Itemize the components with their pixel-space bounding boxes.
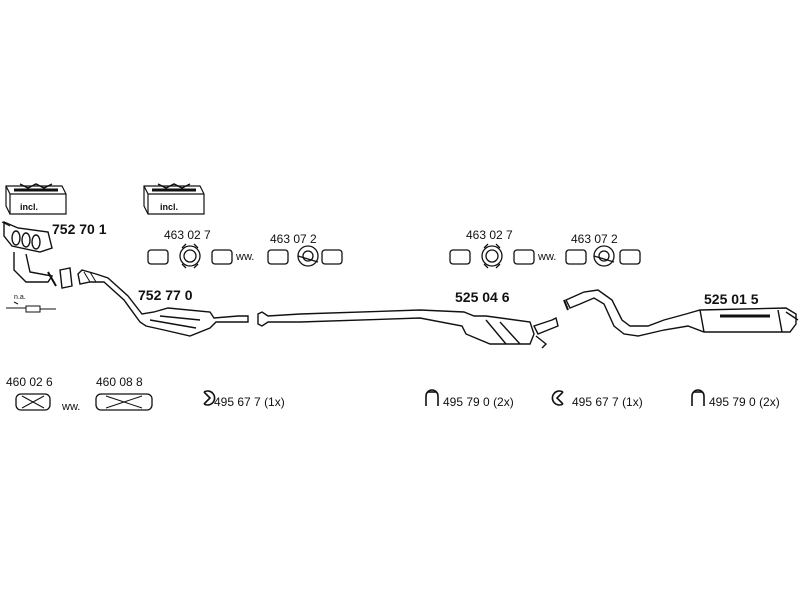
repair-pipe-right-number: 460 08 8 <box>96 375 143 389</box>
sensor-note: n.a. <box>14 294 26 301</box>
rear-silencer <box>563 289 799 337</box>
mounting-4-number: 495 79 0 <box>709 395 756 409</box>
included-box-2-label: incl. <box>160 202 179 212</box>
clamp-set-2-separator: ww. <box>538 251 557 263</box>
clamp-set-1 <box>147 243 343 269</box>
part-number-catalyst: 752 77 0 <box>138 287 193 303</box>
mounting-icon-2 <box>425 389 439 406</box>
mounting-3-number: 495 67 7 <box>572 395 619 409</box>
mounting-icon-1 <box>203 390 216 406</box>
repair-pipe-left-number: 460 02 6 <box>6 375 53 389</box>
mounting-2-qty: (2x) <box>493 395 514 409</box>
part-number-middle-silencer: 525 04 6 <box>455 289 510 305</box>
mounting-4-label: 495 79 0 (2x) <box>709 396 780 408</box>
mounting-1-qty: (1x) <box>264 395 285 409</box>
exhaust-manifold <box>1 220 57 287</box>
clamp-set-1-separator: ww. <box>236 251 255 263</box>
clamp-set-2 <box>449 243 641 269</box>
mounting-icon-4 <box>691 389 705 406</box>
mounting-1-label: 495 67 7 (1x) <box>214 396 285 408</box>
lambda-sensor <box>6 301 56 313</box>
mounting-2-label: 495 79 0 (2x) <box>443 396 514 408</box>
repair-pipe-separator: ww. <box>62 401 81 413</box>
mounting-4-qty: (2x) <box>759 395 780 409</box>
clamp-set-1-right-number: 463 07 2 <box>270 232 317 246</box>
included-box-2 <box>143 183 205 215</box>
clamp-set-2-left-number: 463 02 7 <box>466 228 513 242</box>
clamp-set-1-left-number: 463 02 7 <box>164 228 211 242</box>
mounting-3-qty: (1x) <box>622 395 643 409</box>
included-box-1 <box>5 183 67 215</box>
catalytic-converter <box>77 269 249 337</box>
repair-pipes <box>15 393 153 411</box>
middle-silencer <box>257 309 559 349</box>
included-box-1-label: incl. <box>20 202 39 212</box>
flange-gasket <box>59 267 73 289</box>
clamp-set-2-right-number: 463 07 2 <box>571 232 618 246</box>
part-number-manifold: 752 70 1 <box>52 221 107 237</box>
mounting-2-number: 495 79 0 <box>443 395 490 409</box>
mounting-icon-3 <box>551 390 564 406</box>
part-number-rear-silencer: 525 01 5 <box>704 291 759 307</box>
mounting-1-number: 495 67 7 <box>214 395 261 409</box>
mounting-3-label: 495 67 7 (1x) <box>572 396 643 408</box>
